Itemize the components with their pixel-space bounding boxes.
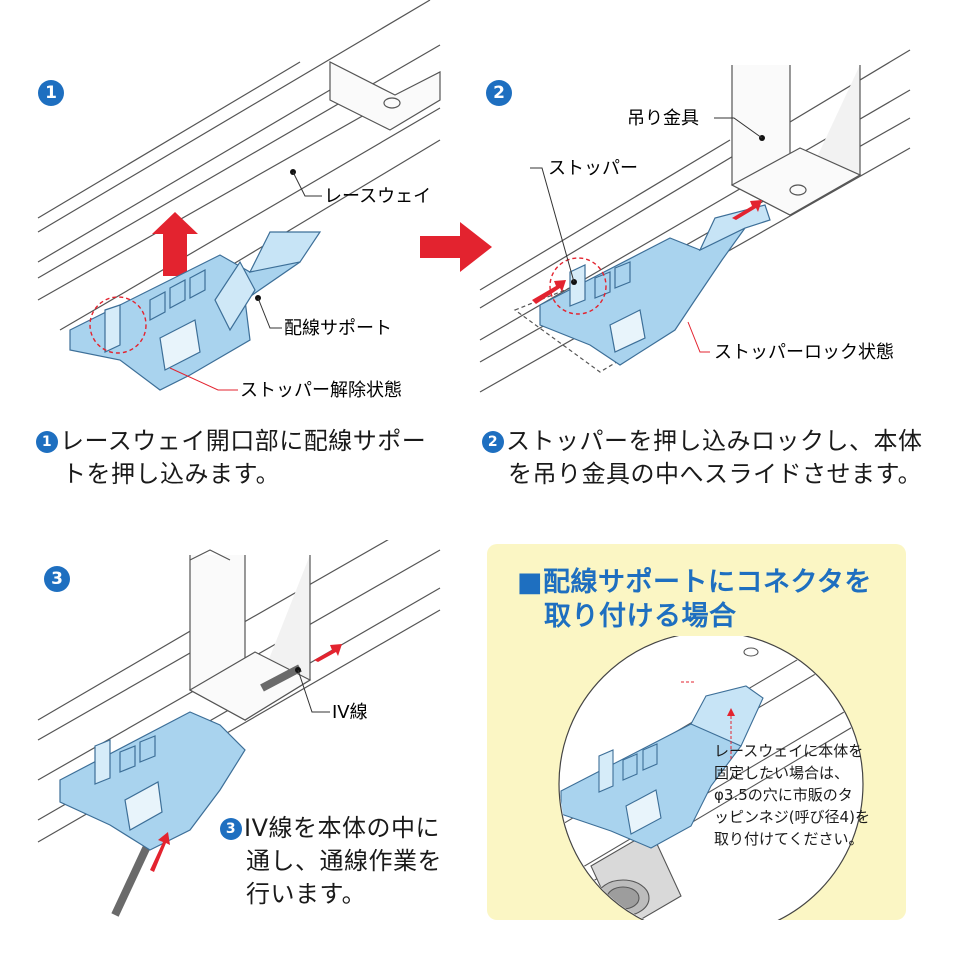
screw-hole-marker-icon — [727, 708, 735, 716]
connector-box-title-line2: 取り付ける場合 — [544, 601, 737, 632]
step-1-illustration: レースウェイ 配線サポート ストッパー解除状態 — [37, 0, 441, 401]
step-3-illustration: IV線 — [37, 540, 441, 917]
connector-note-line1: レースウェイに本体を — [714, 742, 864, 760]
wiring-support-part-installed — [59, 711, 246, 851]
next-step-arrow-icon — [420, 222, 492, 272]
step-2-caption-line1: ストッパーを押し込みロックし、本体 — [506, 427, 923, 455]
wiring-support-part-slid — [539, 204, 771, 366]
connector-note-line4: ッピンネジ(呼び径4)を — [714, 808, 870, 826]
connector-box-note: レースウェイに本体を 固定したい場合は、 φ3.5の穴に市販のタ ッピンネジ(呼… — [714, 740, 899, 850]
step-1-caption-number: 1 — [36, 431, 58, 453]
step-2-badge: 2 — [486, 80, 512, 106]
raceway-label: レースウェイ — [324, 186, 431, 207]
stopper-release-label: ストッパー解除状態 — [240, 380, 402, 401]
step-3-caption-line1: IV線を本体の中に — [244, 814, 440, 842]
wire-push-arrow-icon — [150, 832, 170, 872]
step-3-caption-line3: 行います。 — [246, 880, 367, 908]
step-3-caption-number: 3 — [220, 818, 242, 840]
iv-wire-label: IV線 — [332, 702, 368, 723]
step-2-illustration: 吊り金具 ストッパー ストッパーロック状態 — [479, 49, 911, 393]
connector-info-box: ■配線サポートにコネクタを 取り付ける場合 — [487, 544, 906, 920]
wiring-support-part — [69, 231, 322, 391]
connector-detail-illustration — [558, 636, 864, 920]
step-3-caption-line2: 通し、通線作業を — [246, 847, 442, 875]
slide-arrow-icon — [732, 200, 762, 220]
step-1-badge: 1 — [38, 80, 64, 106]
support-label: 配線サポート — [284, 318, 392, 339]
connector-box-title: ■配線サポートにコネクタを 取り付ける場合 — [517, 566, 872, 634]
stopper-lock-label: ストッパーロック状態 — [714, 342, 894, 363]
iv-wire-line — [111, 838, 154, 917]
stopper-label: ストッパー — [548, 158, 638, 179]
connector-note-line3: φ3.5の穴に市販のタ — [714, 786, 853, 804]
step-2-caption-number: 2 — [482, 431, 504, 453]
connector-note-line2: 固定したい場合は、 — [714, 764, 850, 782]
connector-note-line5: 取り付けてください。 — [714, 830, 864, 848]
step-2-caption-line2: を吊り金具の中へスライドさせます。 — [508, 460, 923, 488]
wire-pull-arrow-icon — [314, 644, 342, 662]
push-arrow-icon — [532, 280, 566, 304]
step-1-caption-line1: レースウェイ開口部に配線サポー — [60, 427, 427, 455]
step-3-badge: 3 — [44, 566, 70, 592]
up-arrow-icon — [152, 212, 198, 276]
step-1-caption-line2: トを押し込みます。 — [62, 460, 281, 488]
connector-box-title-line1: ■配線サポートにコネクタを — [517, 567, 872, 598]
bracket-label: 吊り金具 — [627, 108, 699, 129]
